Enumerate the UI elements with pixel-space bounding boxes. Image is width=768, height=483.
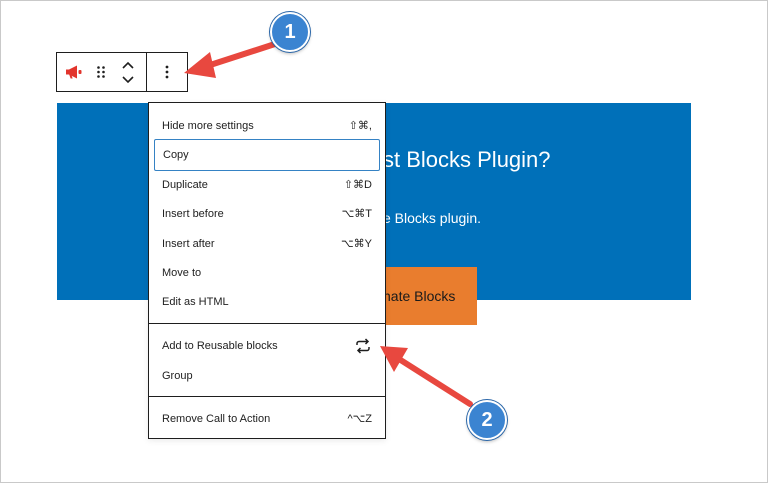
menu-item-shortcut: ^⌥Z xyxy=(347,413,372,425)
more-vertical-icon xyxy=(165,65,169,79)
chevron-down-icon xyxy=(122,75,134,83)
block-options-menu: Hide more settings ⇧⌘, Copy Duplicate ⇧⌘… xyxy=(148,102,386,439)
menu-item-shortcut: ⇧⌘, xyxy=(348,120,372,132)
menu-item-group[interactable]: Group xyxy=(154,361,380,390)
block-type-button[interactable] xyxy=(57,53,91,91)
menu-item-edit-as-html[interactable]: Edit as HTML xyxy=(154,287,380,316)
menu-item-duplicate[interactable]: Duplicate ⇧⌘D xyxy=(154,170,380,199)
megaphone-icon xyxy=(66,65,82,79)
annotation-badge-2: 2 xyxy=(467,400,507,440)
menu-separator xyxy=(149,323,385,324)
menu-separator xyxy=(149,396,385,397)
toolbar-block-group xyxy=(57,53,148,91)
menu-item-move-to[interactable]: Move to xyxy=(154,258,380,287)
cta-heading: st Blocks Plugin? xyxy=(383,147,551,172)
menu-item-label: Edit as HTML xyxy=(162,295,229,308)
reusable-block-icon xyxy=(356,337,370,354)
menu-item-insert-after[interactable]: Insert after ⌥⌘Y xyxy=(154,229,380,258)
menu-item-label: Hide more settings xyxy=(162,119,254,132)
block-toolbar xyxy=(56,52,188,92)
menu-item-label: Insert before xyxy=(162,207,224,220)
menu-item-label: Insert after xyxy=(162,237,215,250)
menu-item-insert-before[interactable]: Insert before ⌥⌘T xyxy=(154,199,380,228)
arrow-2 xyxy=(380,346,473,407)
menu-item-label: Copy xyxy=(163,149,189,161)
menu-item-remove-block[interactable]: Remove Call to Action ^⌥Z xyxy=(154,404,380,433)
options-button[interactable] xyxy=(147,53,187,91)
menu-item-add-to-reusable-blocks[interactable]: Add to Reusable blocks xyxy=(154,331,380,360)
menu-item-shortcut: ⌥⌘T xyxy=(341,208,372,220)
menu-item-copy[interactable]: Copy xyxy=(154,139,380,171)
drag-handle-icon xyxy=(97,66,105,78)
cta-button[interactable]: nate Blocks xyxy=(370,267,477,325)
annotation-badge-1: 1 xyxy=(270,12,310,52)
menu-item-hide-more-settings[interactable]: Hide more settings ⇧⌘, xyxy=(154,111,380,140)
menu-item-label: Remove Call to Action xyxy=(162,412,271,425)
chevron-up-icon xyxy=(122,61,134,69)
cta-text: e Blocks plugin. xyxy=(383,210,482,226)
drag-handle-button[interactable] xyxy=(91,53,111,91)
menu-item-shortcut: ⌥⌘Y xyxy=(340,238,372,250)
menu-item-label: Add to Reusable blocks xyxy=(162,339,278,352)
move-buttons[interactable] xyxy=(111,53,145,91)
menu-item-label: Move to xyxy=(162,266,202,279)
menu-item-label: Duplicate xyxy=(162,178,208,191)
menu-item-shortcut: ⇧⌘D xyxy=(343,179,372,191)
arrow-1 xyxy=(184,40,281,78)
menu-item-label: Group xyxy=(162,369,193,382)
